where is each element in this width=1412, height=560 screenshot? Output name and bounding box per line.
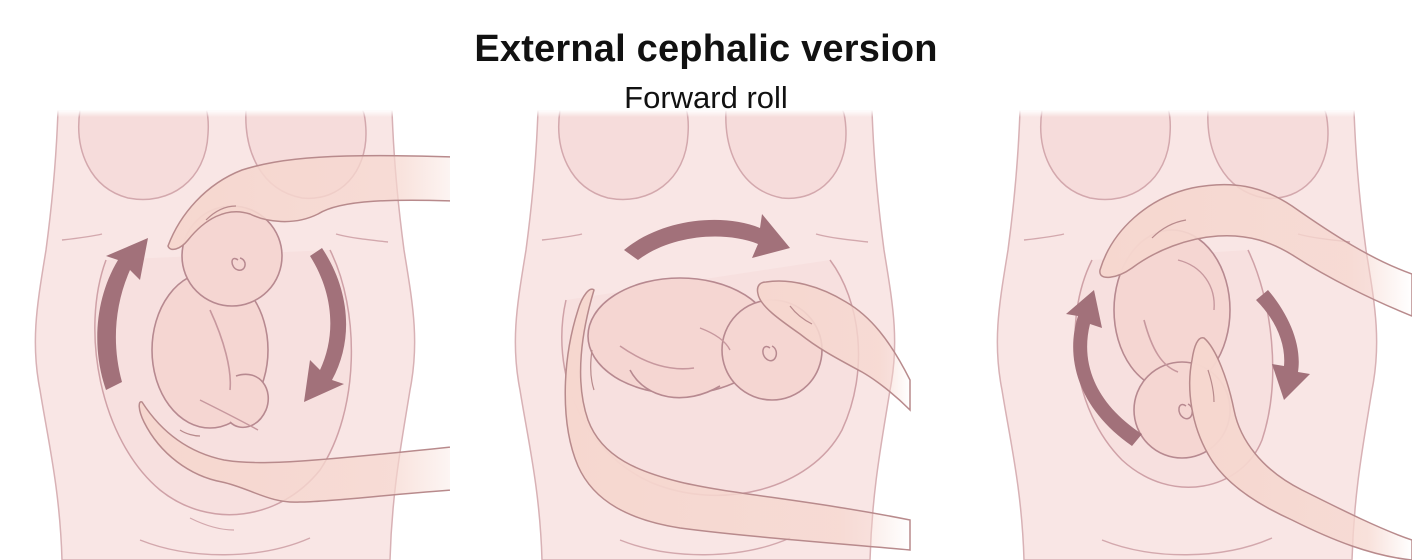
left-hand [564,288,911,551]
step-3-panel [972,110,1412,560]
top-hand [1099,183,1412,317]
bottom-hand [138,401,450,503]
step-3-illustration [972,110,1412,560]
step-1-panel [10,110,450,560]
rotation-arrow-right [1256,290,1310,400]
figure-subtitle: Forward roll [624,80,788,115]
figure-title: External cephalic version [474,28,938,70]
bottom-hand [1189,337,1412,560]
fetus-ear [231,257,246,271]
rotation-arrow-top [624,214,790,260]
rotation-arrow-right [304,248,347,402]
step-1-illustration [10,110,450,560]
step-2-panel [490,110,930,560]
rotation-arrow-left [1066,290,1142,446]
rotation-arrow-left [97,238,148,390]
fetus-ear [762,345,778,362]
step-2-illustration [490,110,930,560]
